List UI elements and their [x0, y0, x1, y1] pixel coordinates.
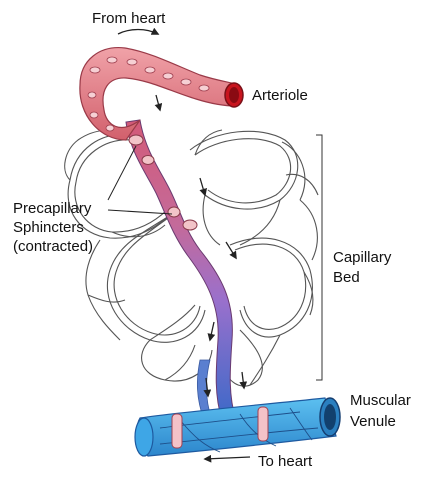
- label-precapillary-2: Sphincters: [13, 219, 84, 236]
- arteriole-vessel: [80, 48, 243, 140]
- label-venule-2: Venule: [350, 413, 396, 430]
- capillary-bed-bracket: [316, 135, 322, 380]
- label-from-heart: From heart: [92, 10, 166, 27]
- label-venule-1: Muscular: [350, 392, 411, 409]
- label-capillary-2: Bed: [333, 269, 360, 286]
- label-arteriole: Arteriole: [252, 87, 308, 104]
- venule-vessel: [135, 398, 340, 456]
- label-precapillary-1: Precapillary: [13, 200, 92, 217]
- label-precapillary-3: (contracted): [13, 238, 93, 255]
- label-to-heart: To heart: [258, 453, 313, 470]
- label-capillary-1: Capillary: [333, 249, 392, 266]
- thoroughfare-channel: [126, 120, 236, 420]
